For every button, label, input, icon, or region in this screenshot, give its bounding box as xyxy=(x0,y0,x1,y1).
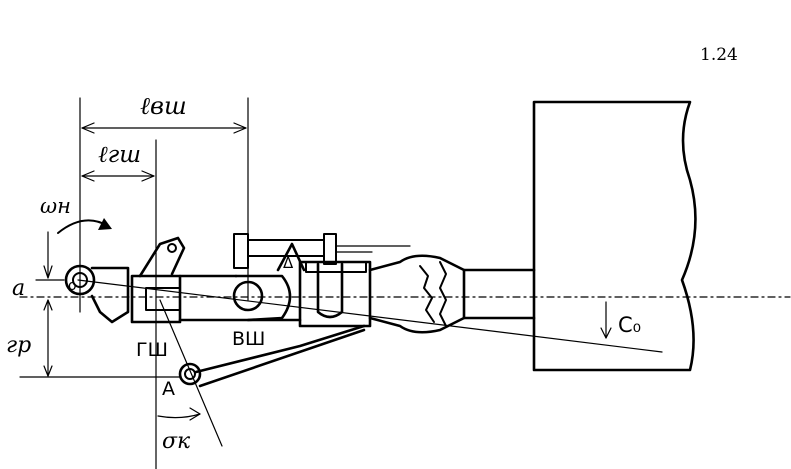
l-vsh-arrow-left xyxy=(81,122,95,134)
rp-label: гр xyxy=(6,333,31,358)
gsh-bracket-hole xyxy=(167,243,177,253)
blade-connector xyxy=(368,254,466,334)
sleeve-top-cap xyxy=(305,261,367,273)
lever-arm-lower xyxy=(198,328,366,388)
a-arrow xyxy=(43,265,53,279)
hub-arm xyxy=(90,266,130,324)
l-gsh-arrow-right xyxy=(141,170,155,182)
damper-cylinder-right xyxy=(323,233,337,265)
point-a-label: A xyxy=(162,378,175,400)
l-vsh-arrow-right xyxy=(233,122,247,134)
gsh-label: ГШ xyxy=(136,339,168,361)
hub-outer-circle xyxy=(64,264,96,296)
l-gsh-label: ℓгш xyxy=(98,142,141,168)
gsh-bracket xyxy=(138,236,186,278)
delta-label: Δ xyxy=(283,254,294,272)
vsh-hinge-lug xyxy=(234,274,292,322)
point-a-outer xyxy=(178,362,202,386)
omega-arrowhead xyxy=(98,218,112,230)
o-label: o xyxy=(68,278,77,294)
blade-body xyxy=(532,100,697,372)
l-gsh-arrow-left xyxy=(81,170,95,182)
sleeve-u-channel xyxy=(316,262,344,319)
point-a-inner xyxy=(184,368,196,380)
blade-connector-teeth xyxy=(419,265,435,323)
omega-label: ωн xyxy=(40,194,71,218)
gsh-hinge-inner xyxy=(145,287,181,311)
lever-arm xyxy=(194,324,366,374)
rp-arrow-bottom xyxy=(43,365,53,377)
figure-number: 1.24 xyxy=(700,45,738,65)
sigma-k-arc xyxy=(157,413,201,419)
damper-cylinder-left xyxy=(233,233,249,269)
a-label: a xyxy=(12,276,25,301)
sigma-k-label: σк xyxy=(162,429,191,454)
hub-inner-circle xyxy=(72,272,88,288)
vsh-label: ВШ xyxy=(232,328,265,350)
blade-connector-teeth-2 xyxy=(439,261,447,327)
sigma-k-line xyxy=(159,299,223,447)
l-vsh-label: ℓвш xyxy=(140,92,187,120)
vsh-hinge-circle xyxy=(232,280,264,312)
rp-arrow-top xyxy=(43,299,53,311)
c0-label: C₀ xyxy=(618,313,641,337)
c0-arrowhead xyxy=(600,327,612,339)
sigma-k-arrow xyxy=(189,407,201,421)
